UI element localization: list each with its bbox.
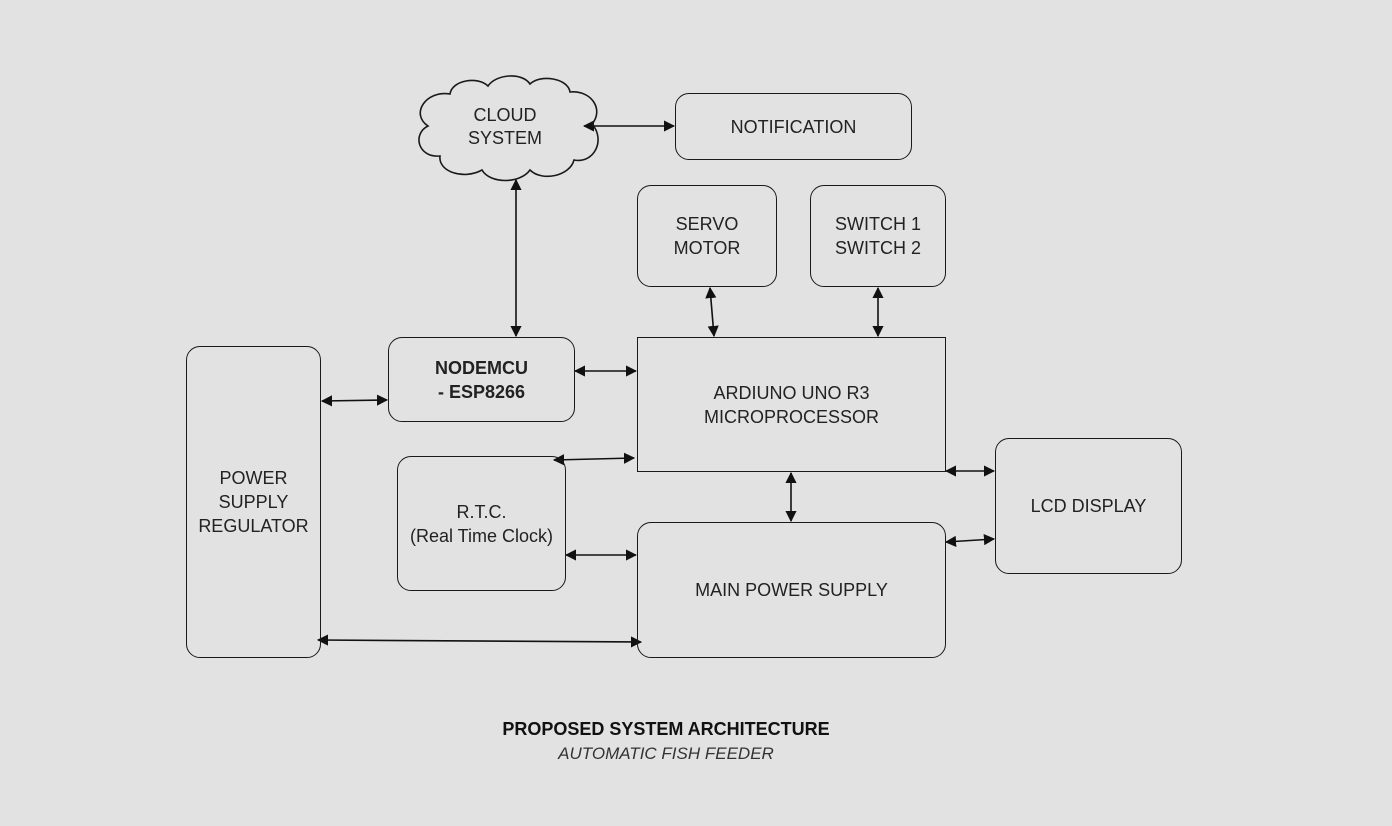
power-regulator-box: POWER SUPPLY REGULATOR (186, 346, 321, 658)
rtc-line-2: (Real Time Clock) (409, 525, 554, 546)
servo-line-1: SERVO (675, 214, 739, 234)
rtc-box: R.T.C. (Real Time Clock) (397, 456, 566, 591)
cloud-system-label: CLOUD SYSTEM (430, 104, 580, 150)
lcd-display-box: LCD DISPLAY (995, 438, 1182, 574)
lcd-label: LCD DISPLAY (1030, 496, 1147, 516)
switch-line-2: SWITCH 2 (834, 238, 921, 258)
cloud-shape (418, 75, 599, 182)
notification-box: NOTIFICATION (675, 93, 912, 160)
regulator-line-3: REGULATOR (198, 516, 309, 536)
arrow-regulator-nodemcu (320, 394, 389, 407)
arrow-servo-arduino (705, 286, 719, 338)
regulator-line-2: SUPPLY (218, 492, 289, 512)
cloud-line-1: CLOUD (473, 105, 537, 125)
diagram-subtitle: AUTOMATIC FISH FEEDER (558, 744, 774, 763)
notification-label: NOTIFICATION (730, 116, 857, 137)
switches-box: SWITCH 1 SWITCH 2 (810, 185, 946, 287)
switch-line-1: SWITCH 1 (834, 214, 921, 234)
nodemcu-box: NODEMCU - ESP8266 (388, 337, 575, 422)
nodemcu-line-2: - ESP8266 (437, 381, 526, 402)
arrow-rtc-arduino (552, 452, 636, 466)
arduino-line-2: MICROPROCESSOR (703, 406, 880, 427)
arduino-box: ARDIUNO UNO R3 MICROPROCESSOR (637, 337, 946, 472)
arduino-line-1: ARDIUNO UNO R3 (713, 382, 870, 403)
nodemcu-line-1: NODEMCU (435, 357, 528, 378)
diagram-title: PROPOSED SYSTEM ARCHITECTURE (502, 719, 830, 739)
rtc-line-1: R.T.C. (456, 501, 507, 522)
servo-motor-box: SERVO MOTOR (637, 185, 777, 287)
arrow-mainpower-lcd (944, 534, 996, 547)
cloud-line-2: SYSTEM (467, 128, 542, 148)
main-power-label: MAIN POWER SUPPLY (695, 580, 888, 600)
servo-line-2: MOTOR (673, 238, 741, 258)
regulator-line-1: POWER (219, 468, 288, 488)
main-power-supply-box: MAIN POWER SUPPLY (637, 522, 946, 658)
arrow-regulator-mainpower (316, 634, 643, 648)
